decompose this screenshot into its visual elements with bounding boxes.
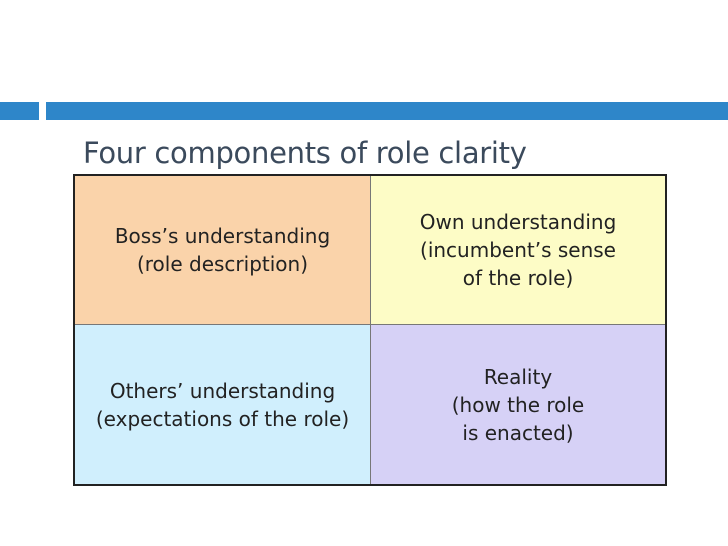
quadrant-boss-understanding: Boss’s understanding (role description) [75,176,371,325]
quadrant-others-understanding: Others’ understanding (expectations of t… [75,325,371,484]
role-clarity-matrix: Boss’s understanding (role description) … [73,174,667,486]
header-accent-bar [46,102,728,120]
quadrant-reality: Reality (how the role is enacted) [371,325,665,484]
header-accent-bar-left [0,102,39,120]
slide-title: Four components of role clarity [83,136,527,170]
quadrant-own-understanding: Own understanding (incumbent’s sense of … [371,176,665,325]
